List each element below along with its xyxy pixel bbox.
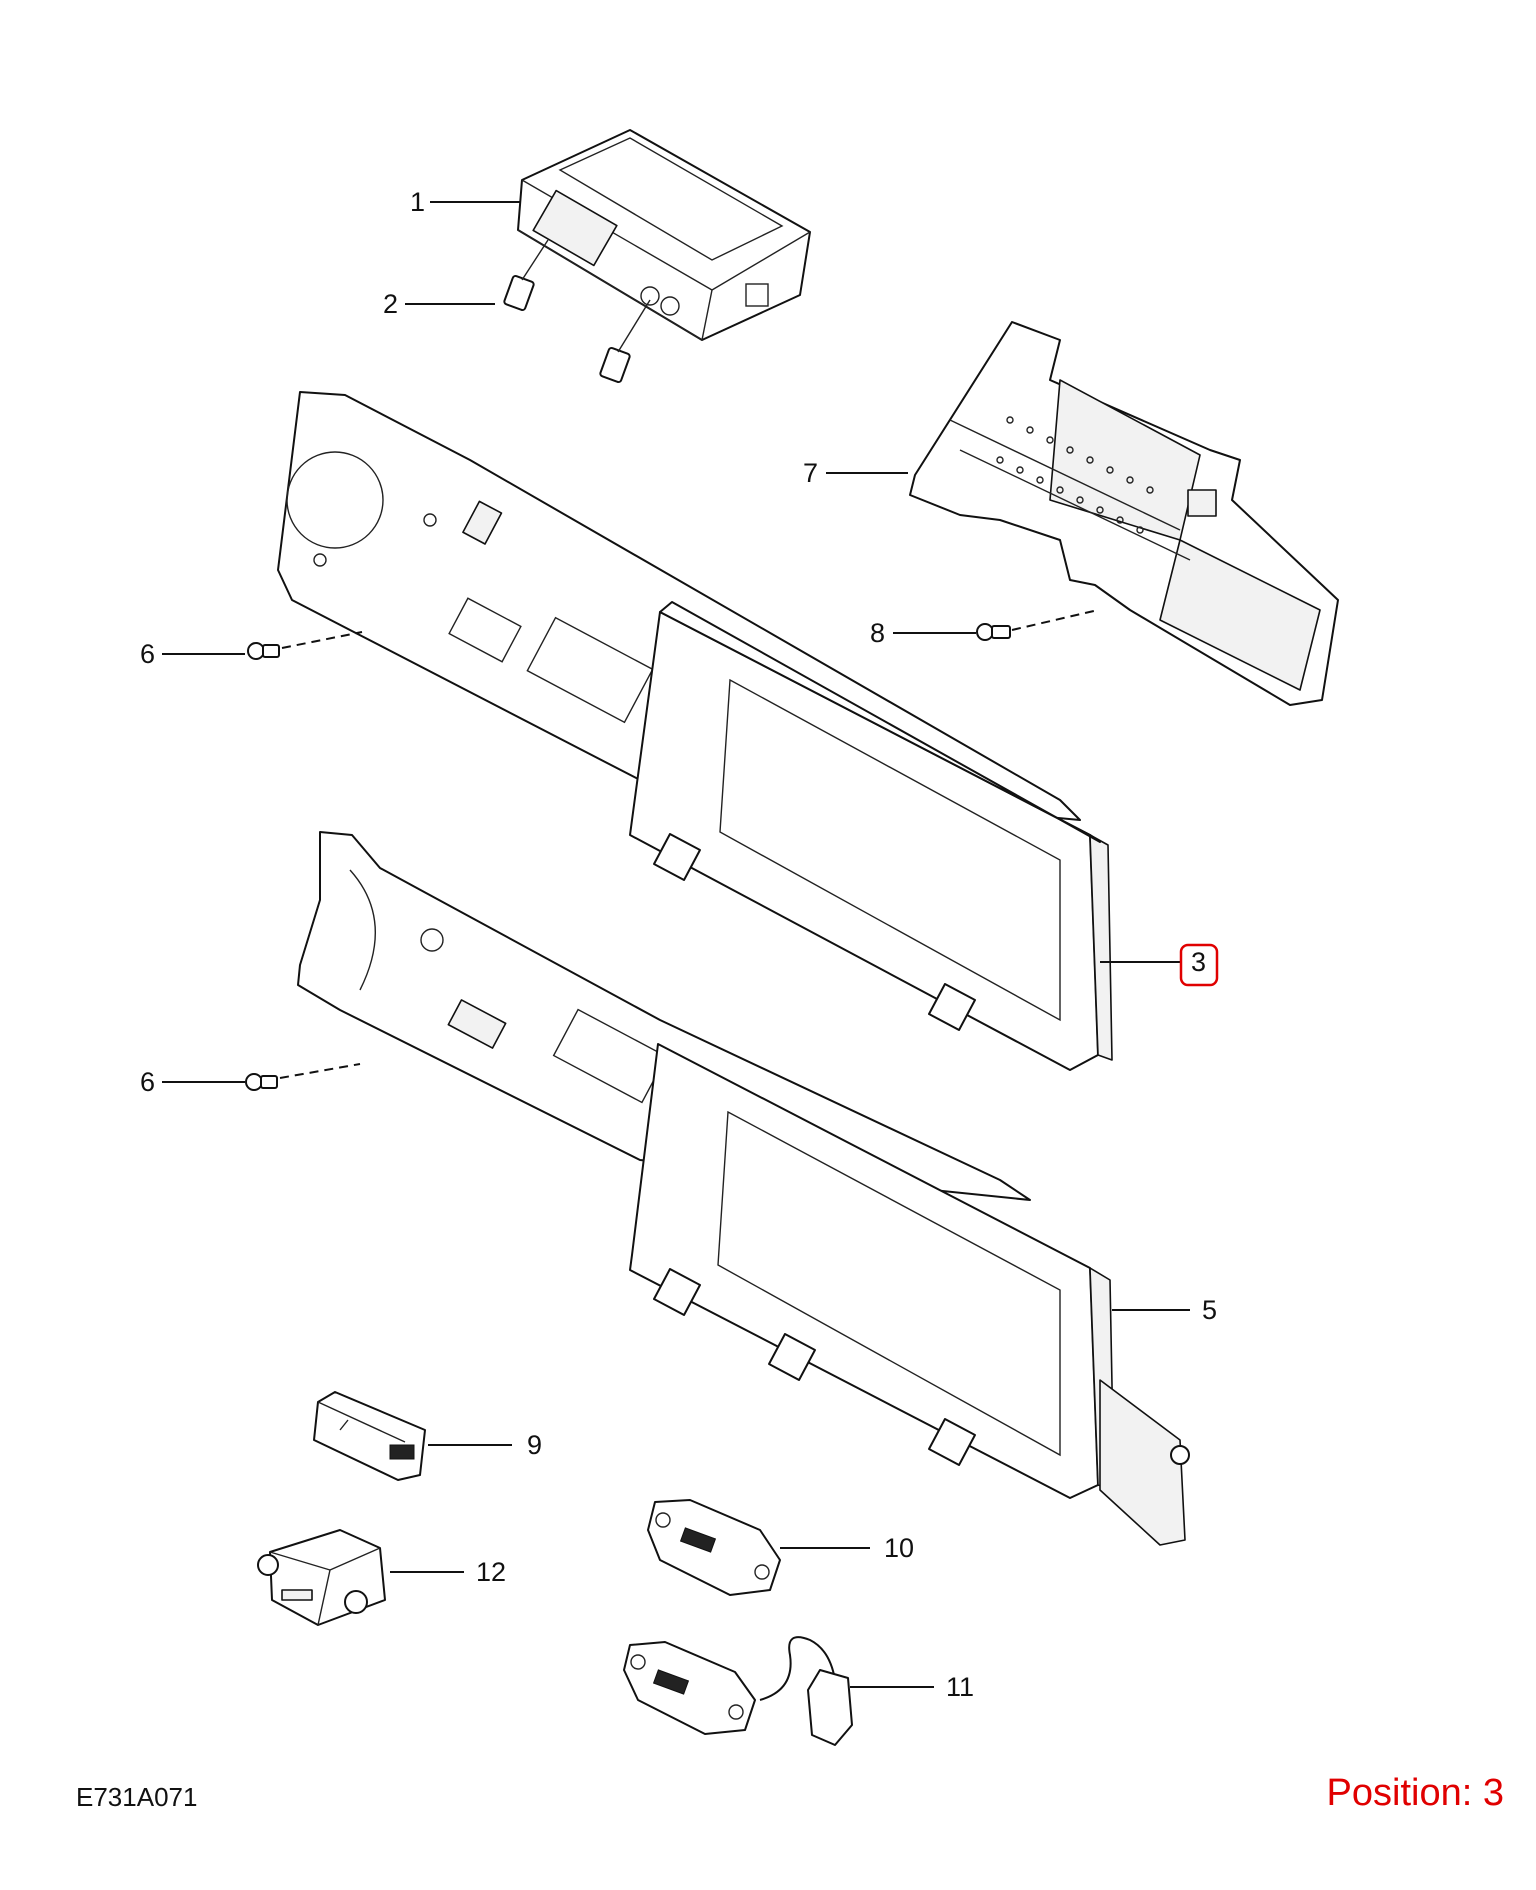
callout-3: 3	[1191, 947, 1206, 977]
diagram-code: E731A071	[76, 1782, 198, 1812]
part-12-module	[257, 1529, 386, 1626]
callout-1: 1	[410, 187, 425, 217]
callout-11: 11	[946, 1672, 974, 1702]
position-indicator: Position: 3	[1326, 1772, 1504, 1814]
part-9-connector	[313, 1391, 426, 1481]
callout-6-lower: 6	[140, 1067, 155, 1097]
callout-9: 9	[527, 1430, 542, 1460]
bracket-hole-pattern	[996, 416, 1154, 534]
part-1-module	[517, 129, 811, 341]
callout-labels: 1 2 3 5 6 6 7 8 9 10 11 12	[140, 187, 1219, 1702]
part-5-display	[629, 1043, 1190, 1546]
part-10-usb-port	[647, 1499, 781, 1596]
callout-3-highlight-box	[1179, 943, 1219, 987]
callout-8: 8	[870, 618, 885, 648]
callout-6-upper: 6	[140, 639, 155, 669]
part-2-bolts	[503, 239, 651, 384]
callout-5: 5	[1202, 1295, 1217, 1325]
part-6-upper-screw	[247, 631, 363, 660]
callout-7: 7	[803, 458, 818, 488]
leader-lines	[162, 201, 1190, 1688]
callout-10: 10	[884, 1533, 914, 1563]
part-3-display	[629, 601, 1113, 1071]
callout-12: 12	[476, 1557, 506, 1587]
callout-2: 2	[383, 289, 398, 319]
part-7-bracket	[909, 321, 1339, 706]
part-11-usb-harness	[623, 1636, 853, 1746]
part-6-lower-screw	[245, 1063, 361, 1091]
part-8-screw	[976, 609, 1099, 641]
